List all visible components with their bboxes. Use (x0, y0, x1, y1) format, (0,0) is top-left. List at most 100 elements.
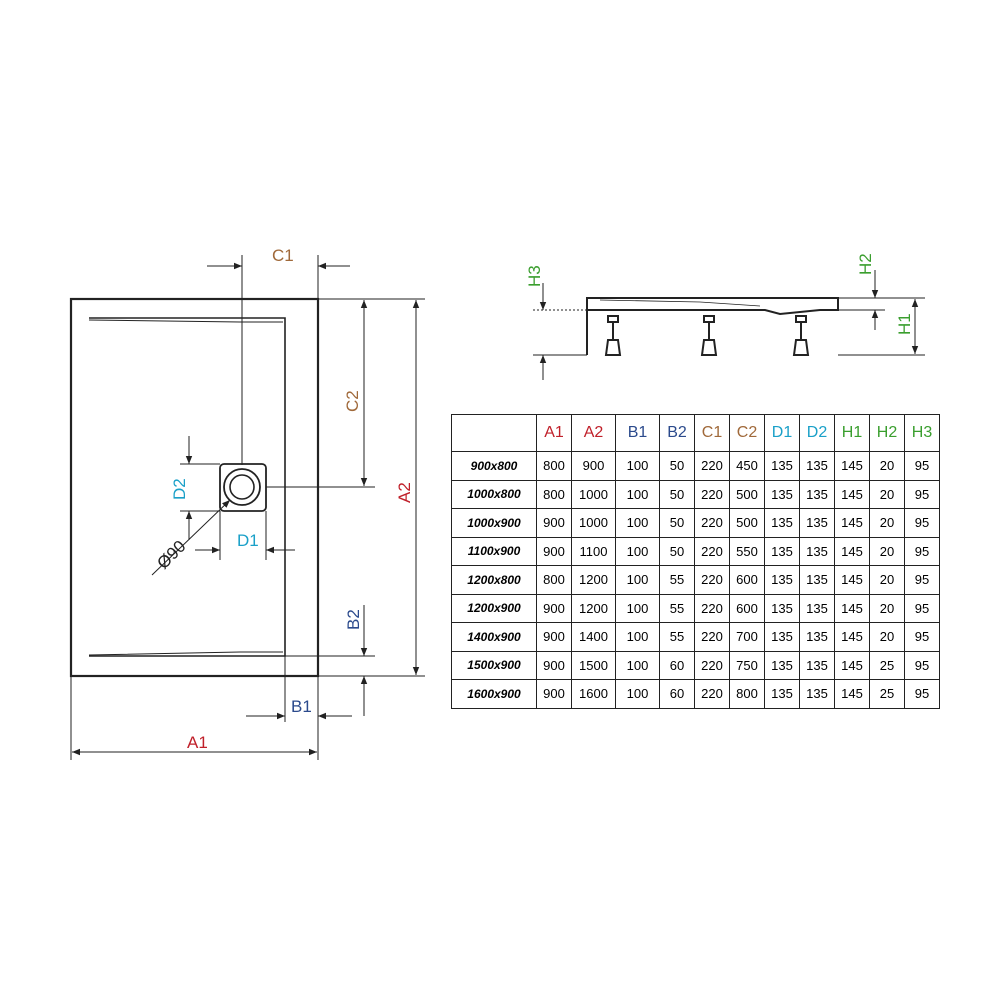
value-cell-h1: 145 (834, 451, 870, 481)
model-cell: 1000x800 (451, 479, 537, 509)
value-cell-b2: 55 (659, 593, 695, 623)
value-cell-d2: 135 (799, 451, 835, 481)
value-cell-h3: 95 (904, 451, 940, 481)
label-h3: H3 (525, 265, 544, 287)
value-cell-a1: 900 (536, 508, 572, 538)
value-cell-b2: 60 (659, 650, 695, 680)
value-cell-b1: 100 (615, 679, 660, 709)
value-cell-d2: 135 (799, 593, 835, 623)
value-cell-a2: 1500 (571, 650, 616, 680)
value-cell-c1: 220 (694, 593, 730, 623)
header-h3: H3 (904, 414, 940, 452)
label-h1: H1 (895, 313, 914, 335)
value-cell-d1: 135 (764, 679, 800, 709)
value-cell-h3: 95 (904, 536, 940, 566)
model-cell: 1500x900 (451, 650, 537, 680)
value-cell-c1: 220 (694, 508, 730, 538)
value-cell-h1: 145 (834, 536, 870, 566)
value-cell-a1: 900 (536, 622, 572, 652)
header-h2: H2 (869, 414, 905, 452)
value-cell-b2: 60 (659, 679, 695, 709)
value-cell-a2: 1400 (571, 622, 616, 652)
header-c2: C2 (729, 414, 765, 452)
model-cell: 1600x900 (451, 679, 537, 709)
value-cell-b1: 100 (615, 622, 660, 652)
label-d2: D2 (170, 478, 189, 500)
tray-side-view (586, 297, 839, 356)
value-cell-d1: 135 (764, 536, 800, 566)
value-cell-d2: 135 (799, 565, 835, 595)
value-cell-h3: 95 (904, 593, 940, 623)
model-cell: 1200x800 (451, 565, 537, 595)
label-b2: B2 (344, 609, 363, 630)
value-cell-c1: 220 (694, 479, 730, 509)
value-cell-h2: 20 (869, 479, 905, 509)
value-cell-h3: 95 (904, 622, 940, 652)
model-cell: 1100x900 (451, 536, 537, 566)
value-cell-d1: 135 (764, 479, 800, 509)
value-cell-c2: 750 (729, 650, 765, 680)
label-h2: H2 (856, 253, 875, 275)
model-cell: 1400x900 (451, 622, 537, 652)
value-cell-h2: 25 (869, 679, 905, 709)
value-cell-c2: 800 (729, 679, 765, 709)
value-cell-h2: 20 (869, 508, 905, 538)
value-cell-b1: 100 (615, 479, 660, 509)
value-cell-h1: 145 (834, 679, 870, 709)
value-cell-h2: 20 (869, 536, 905, 566)
label-c2: C2 (343, 390, 362, 412)
value-cell-c1: 220 (694, 451, 730, 481)
header-d2: D2 (799, 414, 835, 452)
value-cell-b1: 100 (615, 536, 660, 566)
value-cell-c2: 550 (729, 536, 765, 566)
header-d1: D1 (764, 414, 800, 452)
value-cell-h1: 145 (834, 479, 870, 509)
value-cell-c1: 220 (694, 679, 730, 709)
value-cell-c2: 700 (729, 622, 765, 652)
value-cell-c2: 600 (729, 593, 765, 623)
support-leg-icon (604, 315, 622, 356)
value-cell-d2: 135 (799, 508, 835, 538)
value-cell-a1: 900 (536, 593, 572, 623)
value-cell-a2: 1100 (571, 536, 616, 566)
value-cell-c1: 220 (694, 536, 730, 566)
value-cell-h2: 20 (869, 451, 905, 481)
model-cell: 1000x900 (451, 508, 537, 538)
value-cell-b2: 55 (659, 565, 695, 595)
side-dimension-lines (533, 270, 925, 380)
value-cell-d2: 135 (799, 479, 835, 509)
value-cell-b2: 55 (659, 622, 695, 652)
value-cell-a2: 1000 (571, 479, 616, 509)
value-cell-b1: 100 (615, 593, 660, 623)
value-cell-b2: 50 (659, 479, 695, 509)
value-cell-a2: 1600 (571, 679, 616, 709)
model-cell: 900x800 (451, 451, 537, 481)
label-c1: C1 (272, 246, 294, 265)
support-leg-icon (700, 315, 718, 356)
value-cell-h3: 95 (904, 479, 940, 509)
value-cell-d1: 135 (764, 508, 800, 538)
support-leg-icon (792, 315, 810, 356)
label-a2: A2 (395, 482, 414, 503)
value-cell-b2: 50 (659, 508, 695, 538)
value-cell-c2: 600 (729, 565, 765, 595)
value-cell-b1: 100 (615, 451, 660, 481)
value-cell-b1: 100 (615, 650, 660, 680)
value-cell-h3: 95 (904, 565, 940, 595)
value-cell-d2: 135 (799, 650, 835, 680)
header-b1: B1 (615, 414, 660, 452)
label-d1: D1 (237, 531, 259, 550)
value-cell-a1: 900 (536, 679, 572, 709)
model-cell: 1200x900 (451, 593, 537, 623)
value-cell-c1: 220 (694, 622, 730, 652)
table-corner-cell (451, 414, 537, 452)
value-cell-h3: 95 (904, 650, 940, 680)
